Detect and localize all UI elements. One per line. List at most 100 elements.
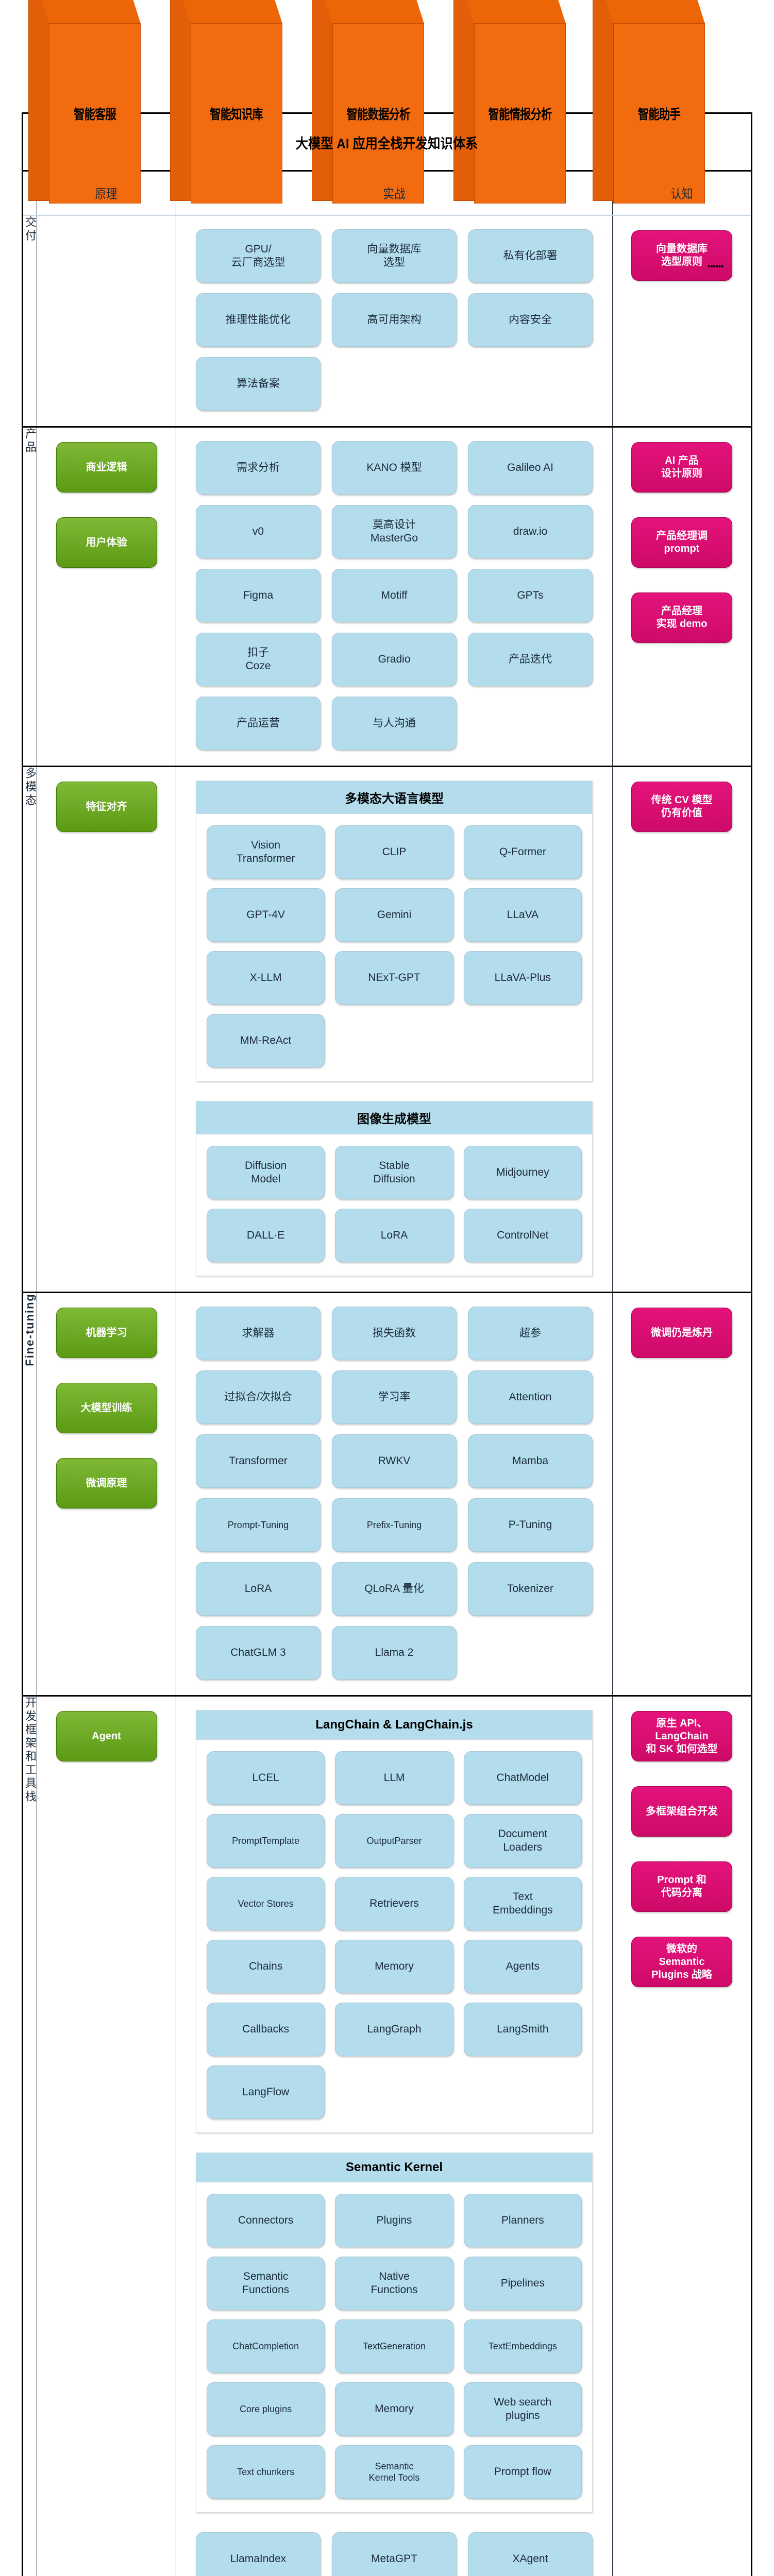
section-3-group-2-chip-4[interactable]: DALL·E	[207, 1209, 325, 1262]
section-2-principle-chip-1[interactable]: 商业逻辑	[56, 442, 157, 493]
section-2-practice-chip-11[interactable]: Gradio	[332, 633, 457, 686]
section-5-group-2-chip-15[interactable]: Prompt flow	[463, 2445, 582, 2499]
section-5-group-1-chip-11[interactable]: Memory	[335, 1940, 453, 1993]
section-2-practice-chip-9[interactable]: GPTs	[468, 569, 593, 622]
section-5-group-2-chip-2[interactable]: Plugins	[335, 2194, 453, 2247]
section-2-cognition-chip-3[interactable]: 产品经理实现 demo	[631, 592, 732, 643]
section-1-practice-chip-5[interactable]: 高可用架构	[332, 293, 457, 347]
section-5-group-1-chip-10[interactable]: Chains	[207, 1940, 325, 1993]
section-1-practice-chip-7[interactable]: 算法备案	[196, 357, 321, 411]
section-4-practice-chip-10[interactable]: Prompt-Tuning	[196, 1498, 321, 1552]
section-5-group-1-chip-3[interactable]: ChatModel	[463, 1751, 582, 1805]
section-4-practice-chip-14[interactable]: QLoRA 量化	[332, 1562, 457, 1616]
section-3-group-1-chip-4[interactable]: GPT-4V	[207, 888, 325, 942]
section-5-group-2-chip-7[interactable]: ChatCompletion	[207, 2319, 325, 2373]
section-5-group-1-chip-1[interactable]: LCEL	[207, 1751, 325, 1805]
section-2-practice-chip-2[interactable]: KANO 模型	[332, 441, 457, 495]
section-4-practice-chip-1[interactable]: 求解器	[196, 1307, 321, 1360]
section-3-group-1-chip-3[interactable]: Q-Former	[463, 825, 582, 879]
section-5-group-2-chip-6[interactable]: Pipelines	[463, 2257, 582, 2310]
section-1-practice-chip-6[interactable]: 内容安全	[468, 293, 593, 347]
section-4-practice-chip-7[interactable]: Transformer	[196, 1434, 321, 1488]
section-5-extra-chip-3[interactable]: XAgent	[468, 2532, 593, 2576]
section-4-principle-chip-1[interactable]: 机器学习	[56, 1308, 157, 1358]
section-5-group-1-chip-13[interactable]: Callbacks	[207, 2003, 325, 2056]
section-3-group-2-chip-3[interactable]: Midjourney	[463, 1146, 582, 1199]
section-2-practice-chip-8[interactable]: Motiff	[332, 569, 457, 622]
section-5-group-1-chip-12[interactable]: Agents	[463, 1940, 582, 1993]
section-5-group-2-chip-8[interactable]: TextGeneration	[335, 2319, 453, 2373]
section-2-practice-chip-12[interactable]: 产品迭代	[468, 633, 593, 686]
section-4-practice-chip-15[interactable]: Tokenizer	[468, 1562, 593, 1616]
section-2-principle-chip-2[interactable]: 用户体验	[56, 517, 157, 568]
section-4-practice-chip-6[interactable]: Attention	[468, 1370, 593, 1424]
section-5-group-1-chip-15[interactable]: LangSmith	[463, 2003, 582, 2056]
section-1-practice-chip-3[interactable]: 私有化部署	[468, 229, 593, 283]
section-4-practice-chip-17[interactable]: Llama 2	[332, 1626, 457, 1680]
section-1-cognition-chip-1[interactable]: 向量数据库选型原则	[631, 230, 732, 281]
section-4-practice-chip-9[interactable]: Mamba	[468, 1434, 593, 1488]
section-2-practice-chip-13[interactable]: 产品运营	[196, 697, 321, 750]
section-5-group-1-chip-16[interactable]: LangFlow	[207, 2065, 325, 2119]
section-2-cognition-chip-1[interactable]: AI 产品设计原则	[631, 442, 732, 493]
section-3-cognition-chip-1[interactable]: 传统 CV 模型仍有价值	[631, 782, 732, 832]
section-5-group-2-chip-10[interactable]: Core plugins	[207, 2382, 325, 2436]
section-4-practice-chip-2[interactable]: 损失函数	[332, 1307, 457, 1360]
section-4-cognition-chip-1[interactable]: 微调仍是炼丹	[631, 1308, 732, 1358]
section-3-group-1-chip-10[interactable]: MM-ReAct	[207, 1014, 325, 1067]
section-2-practice-chip-4[interactable]: v0	[196, 505, 321, 558]
section-5-principle-chip-1[interactable]: Agent	[56, 1711, 157, 1761]
section-3-group-2-chip-6[interactable]: ControlNet	[463, 1209, 582, 1262]
section-1-practice-chip-2[interactable]: 向量数据库选型	[332, 229, 457, 283]
section-2-practice-chip-7[interactable]: Figma	[196, 569, 321, 622]
section-5-cognition-chip-2[interactable]: 多框架组合开发	[631, 1786, 732, 1837]
section-2-practice-chip-6[interactable]: draw.io	[468, 505, 593, 558]
section-4-practice-chip-4[interactable]: 过拟合/次拟合	[196, 1370, 321, 1424]
section-3-group-1-chip-9[interactable]: LLaVA-Plus	[463, 951, 582, 1005]
section-3-group-2-chip-5[interactable]: LoRA	[335, 1209, 453, 1262]
section-2-practice-chip-3[interactable]: Galileo AI	[468, 441, 593, 495]
section-3-group-1-chip-7[interactable]: X-LLM	[207, 951, 325, 1005]
section-4-practice-chip-11[interactable]: Prefix-Tuning	[332, 1498, 457, 1552]
section-5-group-1-chip-8[interactable]: Retrievers	[335, 1877, 453, 1930]
section-4-principle-chip-2[interactable]: 大模型训练	[56, 1383, 157, 1433]
section-5-group-2-chip-1[interactable]: Connectors	[207, 2194, 325, 2247]
section-1-practice-chip-1[interactable]: GPU/云厂商选型	[196, 229, 321, 283]
section-3-group-1-chip-8[interactable]: NExT-GPT	[335, 951, 453, 1005]
section-4-practice-chip-8[interactable]: RWKV	[332, 1434, 457, 1488]
section-4-practice-chip-13[interactable]: LoRA	[196, 1562, 321, 1616]
section-5-group-1-chip-7[interactable]: Vector Stores	[207, 1877, 325, 1930]
section-3-principle-chip-1[interactable]: 特征对齐	[56, 782, 157, 832]
section-5-group-2-chip-9[interactable]: TextEmbeddings	[463, 2319, 582, 2373]
section-5-group-1-chip-2[interactable]: LLM	[335, 1751, 453, 1805]
section-5-group-1-chip-4[interactable]: PromptTemplate	[207, 1814, 325, 1868]
section-4-practice-chip-3[interactable]: 超参	[468, 1307, 593, 1360]
section-5-cognition-chip-3[interactable]: Prompt 和代码分离	[631, 1861, 732, 1912]
section-5-group-1-chip-5[interactable]: OutputParser	[335, 1814, 453, 1868]
section-3-group-1-chip-6[interactable]: LLaVA	[463, 888, 582, 942]
section-5-group-2-chip-13[interactable]: Text chunkers	[207, 2445, 325, 2499]
section-2-practice-chip-14[interactable]: 与人沟通	[332, 697, 457, 750]
section-3-group-1-chip-5[interactable]: Gemini	[335, 888, 453, 942]
section-5-group-2-chip-3[interactable]: Planners	[463, 2194, 582, 2247]
section-4-practice-chip-5[interactable]: 学习率	[332, 1370, 457, 1424]
section-4-practice-chip-12[interactable]: P-Tuning	[468, 1498, 593, 1552]
section-5-group-2-chip-11[interactable]: Memory	[335, 2382, 453, 2436]
section-3-group-1-chip-2[interactable]: CLIP	[335, 825, 453, 879]
section-5-extra-chip-2[interactable]: MetaGPT	[332, 2532, 457, 2576]
section-4-principle-chip-3[interactable]: 微调原理	[56, 1458, 157, 1509]
section-5-extra-chip-1[interactable]: LlamaIndex	[196, 2532, 321, 2576]
